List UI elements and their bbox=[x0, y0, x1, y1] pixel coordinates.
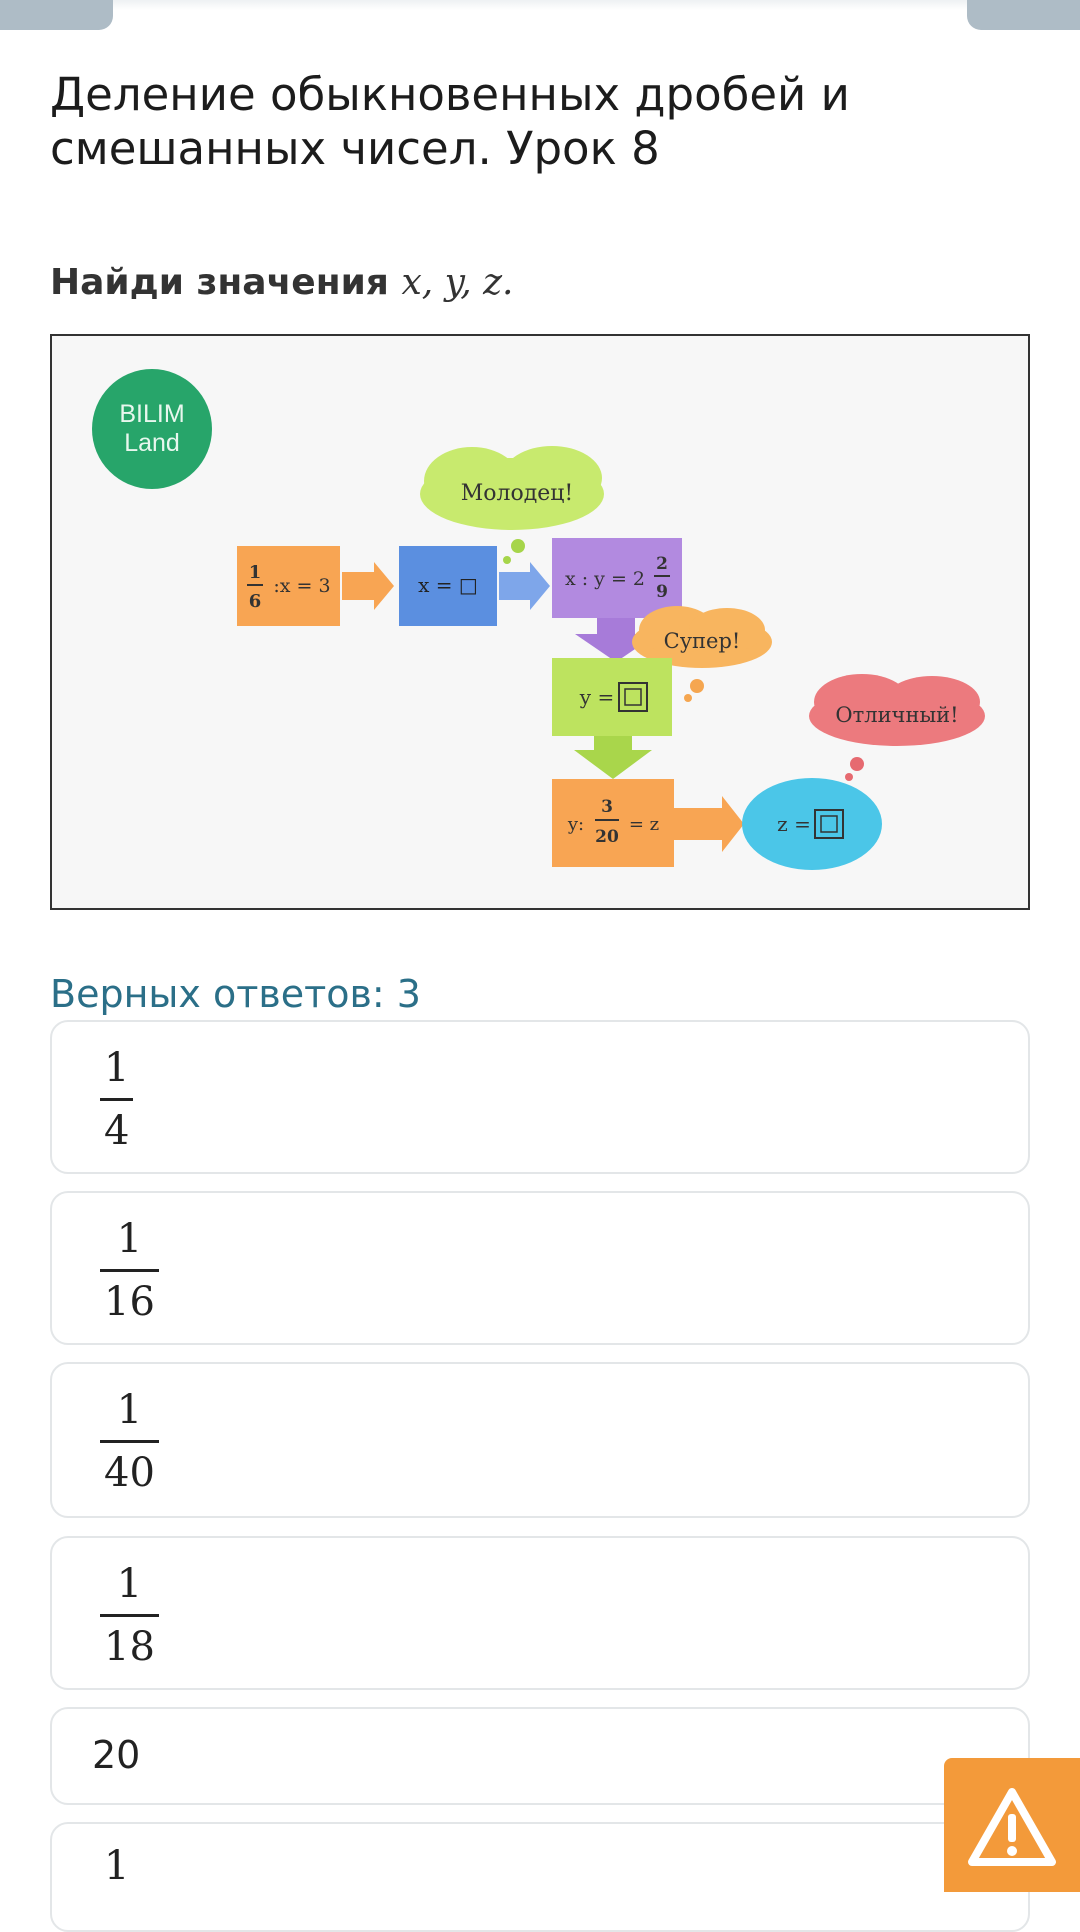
page-title: Деление обыкновенных дробей и смешанных … bbox=[50, 68, 850, 175]
top-tab-left[interactable] bbox=[0, 0, 113, 30]
fraction: 1 bbox=[100, 1842, 133, 1890]
box-equation-1: 1 6 :x = 3 bbox=[237, 546, 340, 626]
answer-option[interactable]: 1 40 bbox=[50, 1362, 1030, 1518]
fraction: 1 40 bbox=[100, 1386, 159, 1497]
bubble-excellent: Отличный! bbox=[809, 674, 985, 781]
ellipse-blank bbox=[814, 809, 844, 839]
box5-num: 3 bbox=[601, 797, 613, 817]
box-ratio: x : y = 2 2 9 bbox=[552, 538, 682, 618]
box5-pre: y: bbox=[567, 814, 584, 835]
fraction: 1 4 bbox=[100, 1044, 134, 1155]
bubble1-text: Молодец! bbox=[461, 481, 574, 506]
fraction-denominator: 4 bbox=[104, 1108, 130, 1154]
arrow-2 bbox=[499, 562, 550, 610]
fraction-bar bbox=[100, 1614, 159, 1617]
fraction-numerator: 1 bbox=[104, 1045, 130, 1091]
correct-answers-count: Верных ответов: 3 bbox=[50, 972, 421, 1016]
arrow-5 bbox=[674, 796, 744, 852]
arrow-4 bbox=[574, 736, 652, 779]
box4-text: y = bbox=[579, 685, 614, 709]
fraction-denominator: 18 bbox=[104, 1624, 155, 1670]
logo-line2: Land bbox=[124, 429, 180, 457]
fraction-numerator: 1 bbox=[104, 1843, 130, 1889]
answer-option[interactable]: 1 bbox=[50, 1822, 1030, 1932]
box3-den: 9 bbox=[656, 582, 668, 602]
task-image: BILIM Land Молодец! 1 6 :x = 3 x = □ bbox=[50, 334, 1030, 910]
box1-num: 1 bbox=[249, 562, 262, 583]
report-button[interactable] bbox=[944, 1758, 1080, 1892]
fraction-numerator: 1 bbox=[116, 1561, 143, 1607]
box5-den: 20 bbox=[595, 827, 619, 847]
bubble3-text: Отличный! bbox=[835, 703, 958, 727]
answer-option[interactable]: 1 16 bbox=[50, 1191, 1030, 1345]
fraction-denominator: 40 bbox=[104, 1450, 155, 1496]
question-prefix: Найди значения bbox=[50, 262, 389, 303]
answer-option[interactable]: 20 bbox=[50, 1707, 1030, 1805]
arrow-1 bbox=[342, 562, 394, 610]
answer-option[interactable]: 1 4 bbox=[50, 1020, 1030, 1174]
flowchart-diagram: BILIM Land Молодец! 1 6 :x = 3 x = □ bbox=[92, 369, 985, 870]
box5-post: = z bbox=[629, 814, 659, 835]
box4-blank bbox=[618, 682, 648, 712]
question-vars: x, y, z. bbox=[401, 262, 514, 303]
top-shadow bbox=[113, 0, 967, 10]
fraction: 1 18 bbox=[100, 1560, 159, 1671]
bubble-super: Супер! bbox=[632, 606, 772, 702]
bubble2-text: Супер! bbox=[664, 629, 741, 653]
warning-icon bbox=[968, 1788, 1056, 1866]
ellipse-z: z = bbox=[742, 778, 882, 870]
fraction-bar bbox=[100, 1098, 134, 1101]
question-text: Найди значения x, y, z. bbox=[50, 262, 514, 303]
answer-option[interactable]: 1 18 bbox=[50, 1536, 1030, 1690]
top-tab-right[interactable] bbox=[967, 0, 1080, 30]
ellipse-text: z = bbox=[777, 812, 811, 836]
box2-text: x = □ bbox=[418, 573, 478, 597]
fraction: 1 16 bbox=[100, 1215, 159, 1326]
fraction-numerator: 1 bbox=[116, 1216, 143, 1262]
fraction-denominator: 16 bbox=[104, 1279, 155, 1325]
bubble-well-done: Молодец! bbox=[420, 446, 604, 564]
box-equation-z: y: 3 20 = z bbox=[552, 779, 674, 867]
box3-num: 2 bbox=[656, 554, 668, 574]
fraction-bar bbox=[100, 1440, 159, 1443]
box-x: x = □ bbox=[399, 546, 497, 626]
box-y: y = bbox=[552, 658, 672, 736]
logo-line1: BILIM bbox=[119, 400, 184, 428]
arrow-3 bbox=[575, 618, 657, 662]
box1-den: 6 bbox=[249, 591, 262, 612]
bilimland-logo: BILIM Land bbox=[92, 369, 212, 489]
box1-rest: :x = 3 bbox=[273, 575, 330, 597]
answer-value: 20 bbox=[92, 1733, 141, 1777]
box3-text: x : y = 2 bbox=[565, 568, 645, 590]
fraction-bar bbox=[100, 1269, 159, 1272]
fraction-numerator: 1 bbox=[116, 1387, 143, 1433]
